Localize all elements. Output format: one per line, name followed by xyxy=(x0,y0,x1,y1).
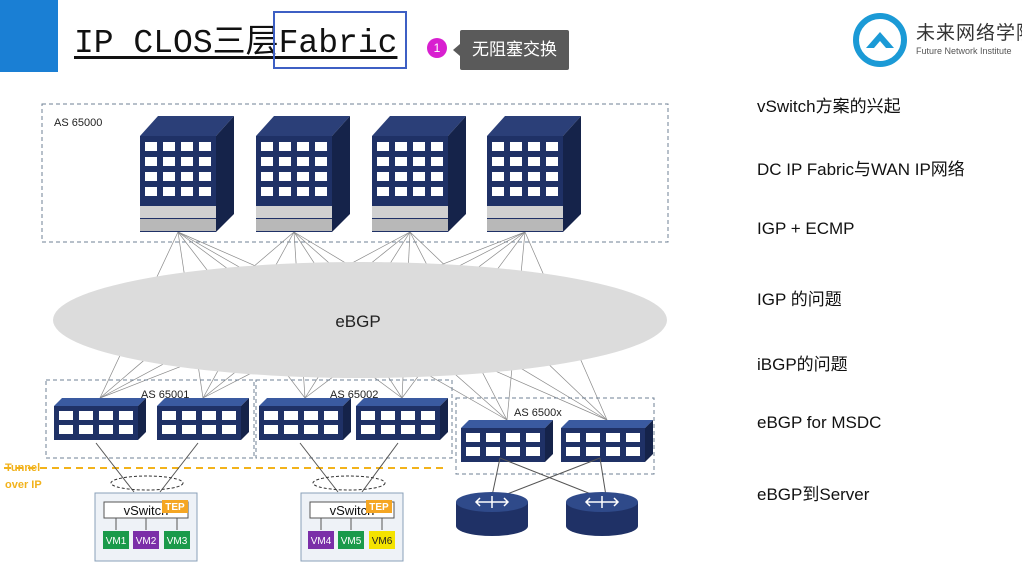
topic-item[interactable]: vSwitch方案的兴起 xyxy=(757,97,901,116)
vm-label: VM6 xyxy=(372,536,393,547)
vm-label: VM2 xyxy=(136,536,157,547)
logo-name-cn: 未来网络学院 xyxy=(916,23,1022,44)
tep-label-1: TEP xyxy=(165,502,185,513)
spine-switch xyxy=(372,116,466,232)
vm-label: VM4 xyxy=(311,536,332,547)
spine-switch xyxy=(487,116,581,232)
slide-title: IP CLOS三层Fabric xyxy=(74,25,398,62)
ebgp-label: eBGP xyxy=(335,312,380,331)
vm-label: VM3 xyxy=(167,536,188,547)
ebgp-cloud xyxy=(53,262,667,378)
topic-item[interactable]: eBGP到Server xyxy=(757,485,870,504)
accent-bar xyxy=(0,0,58,72)
vm-label: VM1 xyxy=(106,536,127,547)
leaf-switch xyxy=(561,420,653,462)
vswitch-label-2: vSwitch xyxy=(330,503,375,518)
topic-item[interactable]: IGP + ECMP xyxy=(757,219,855,238)
spine-as-label: AS 65000 xyxy=(54,117,102,129)
topic-item[interactable]: DC IP Fabric与WAN IP网络 xyxy=(757,160,965,179)
annotation-tooltip: 无阻塞交换 xyxy=(453,30,569,70)
vm-label: VM5 xyxy=(341,536,362,547)
leaf-switch xyxy=(356,398,448,440)
topic-item[interactable]: iBGP的问题 xyxy=(757,355,848,374)
leaf-switch xyxy=(259,398,351,440)
vswitch-label-1: vSwitch xyxy=(124,503,169,518)
institute-logo: 未来网络学院 Future Network Institute xyxy=(852,12,1022,68)
ip-clos-diagram: AS 65000 eBGP AS 65001 AS 65002 AS 6500x… xyxy=(4,103,669,562)
router-icon xyxy=(499,457,638,536)
router-icon xyxy=(456,457,601,536)
leaf-switch xyxy=(461,420,553,462)
spine-switch xyxy=(140,116,234,232)
leaf-as-box-1 xyxy=(45,379,255,459)
leaf-as-box-2 xyxy=(255,379,453,459)
logo-mark-icon xyxy=(853,13,907,67)
leaf-switch xyxy=(54,398,146,440)
spine-as-box xyxy=(41,103,669,243)
tep-label-2: TEP xyxy=(369,502,389,513)
annotation-highlight-box[interactable] xyxy=(273,11,407,69)
tunnel-label-line1: Tunnel xyxy=(5,462,40,474)
logo-name-en: Future Network Institute xyxy=(916,46,1012,56)
leaf-as-box-3 xyxy=(455,397,655,475)
topic-item[interactable]: eBGP for MSDC xyxy=(757,413,882,432)
topic-item[interactable]: IGP 的问题 xyxy=(757,290,842,309)
leaf-as-label-3: AS 6500x xyxy=(514,407,562,419)
spine-switch xyxy=(256,116,350,232)
annotation-number-badge[interactable]: 1 xyxy=(427,38,447,58)
leaf-switch xyxy=(157,398,249,440)
tunnel-label-line2: over IP xyxy=(5,479,42,491)
